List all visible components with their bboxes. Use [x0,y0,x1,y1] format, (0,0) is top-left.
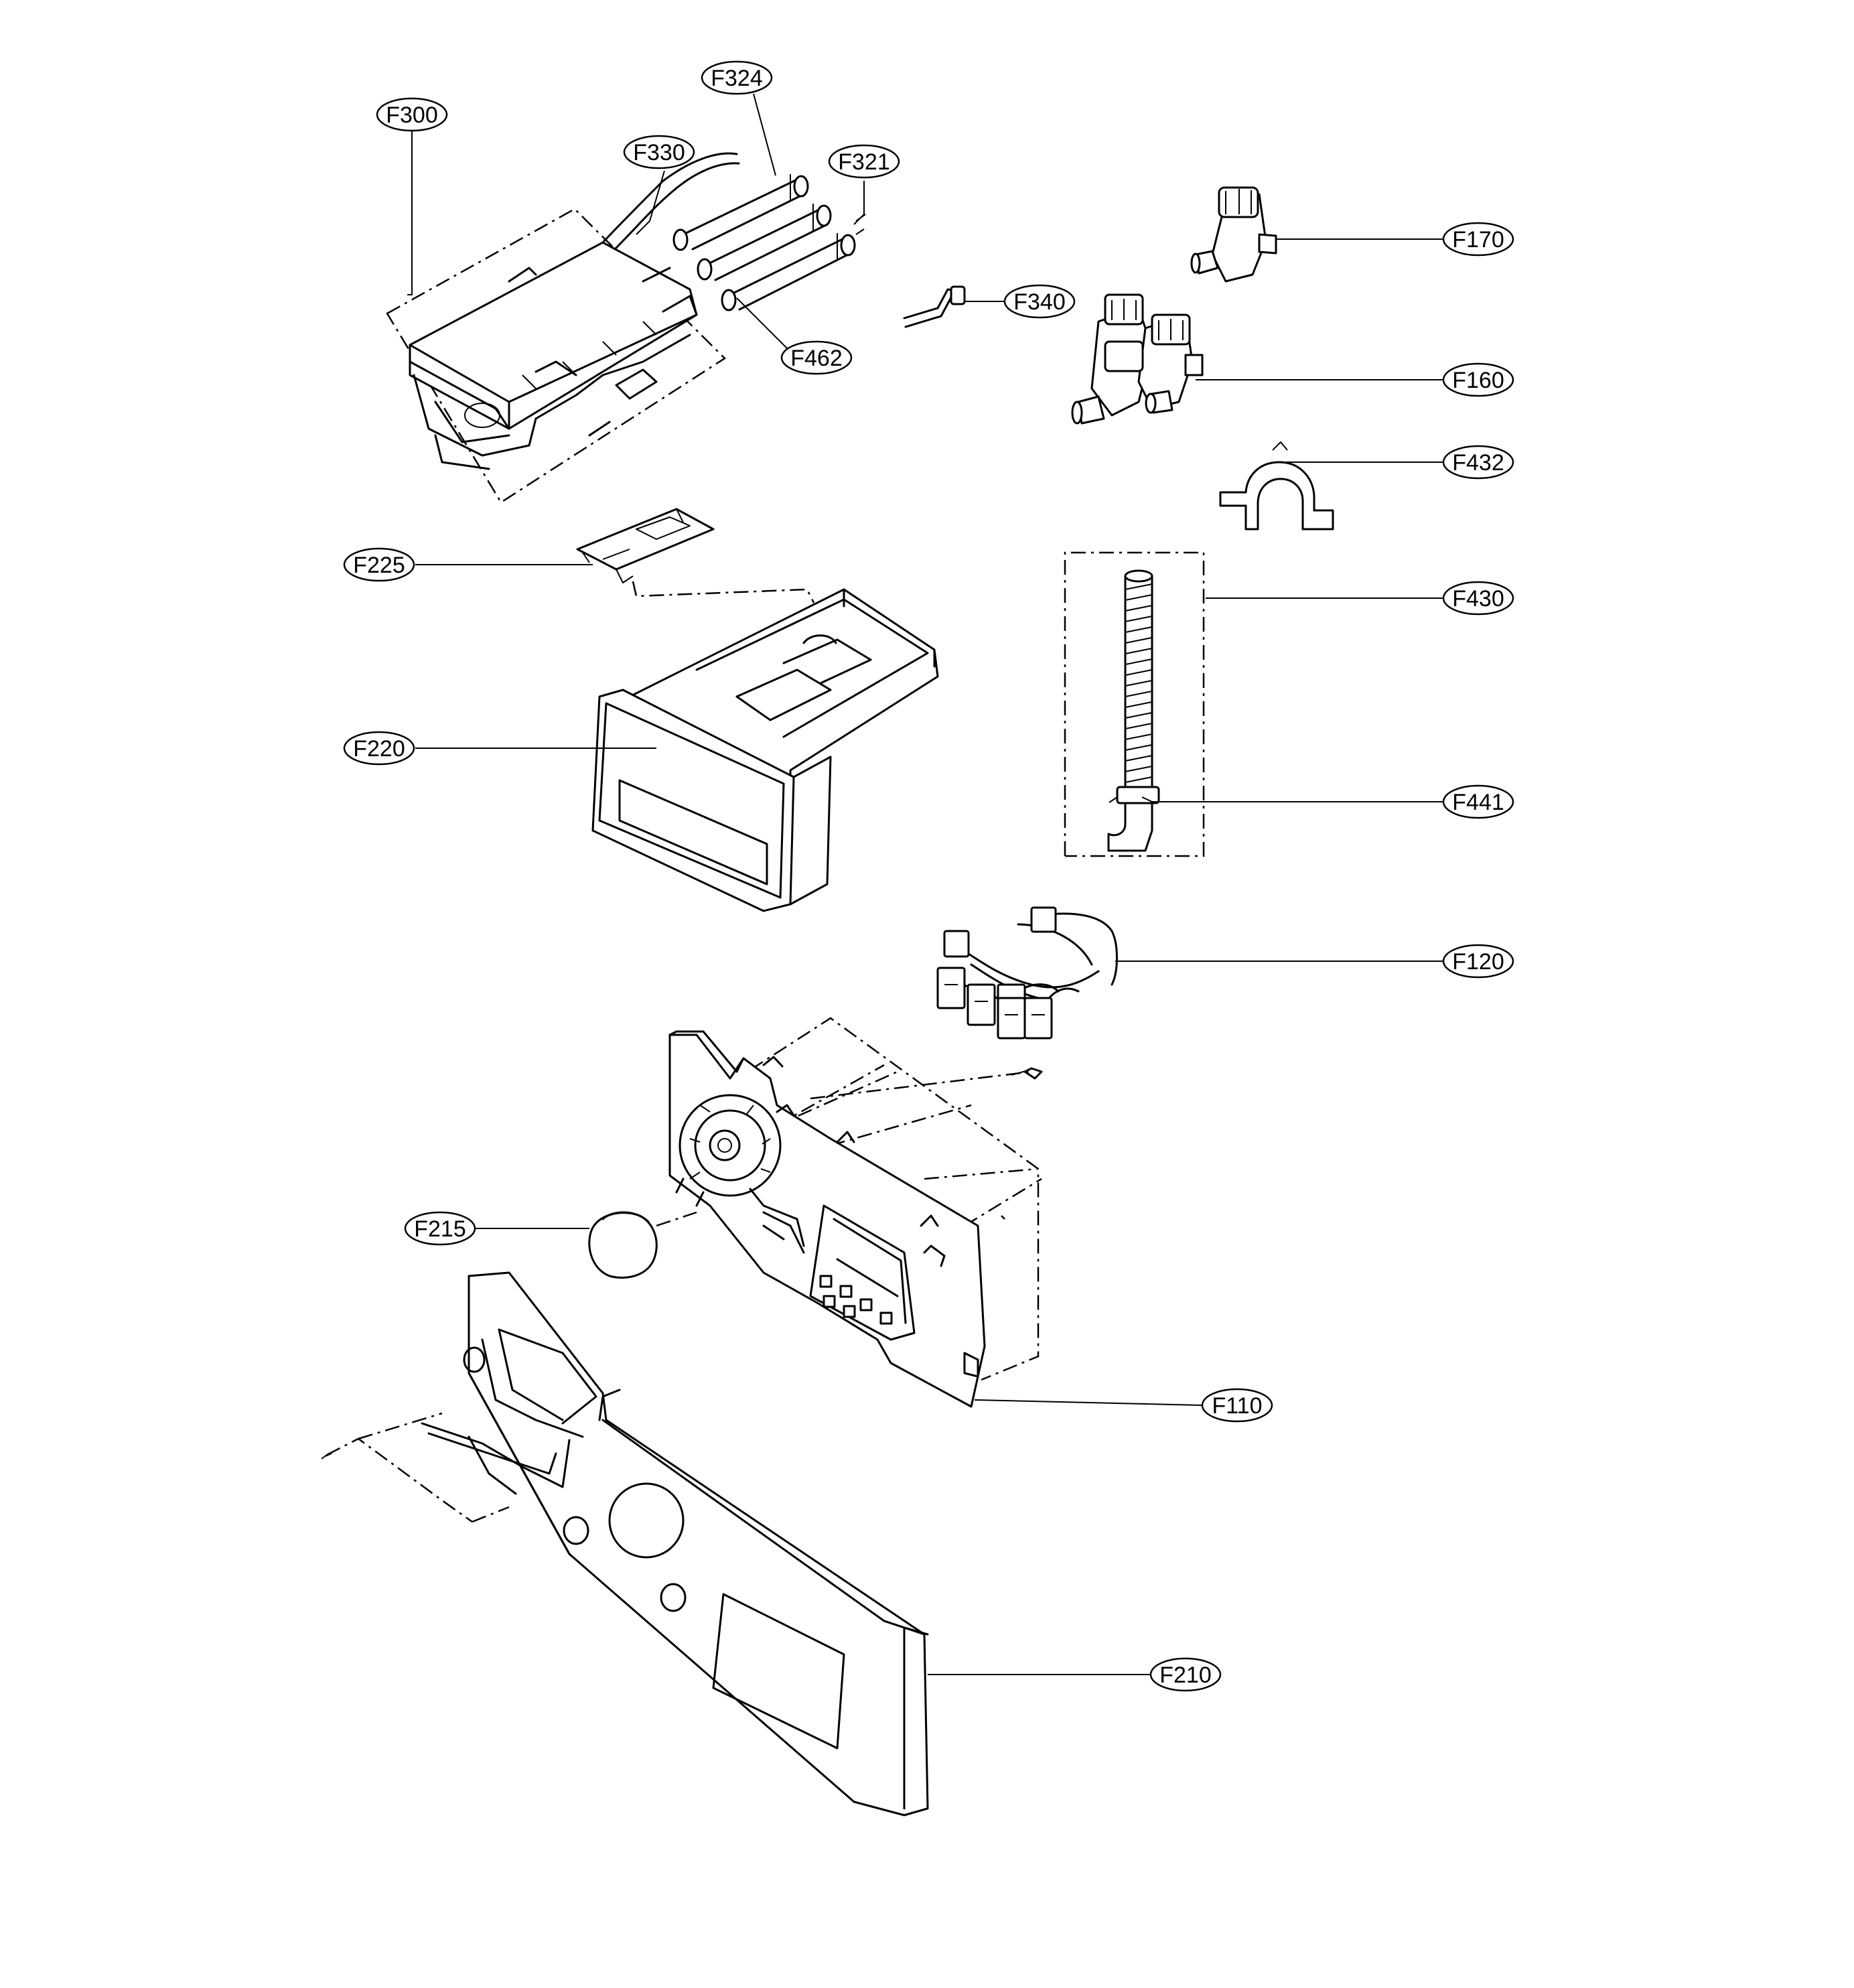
svg-text:F160: F160 [1452,368,1504,393]
dispenser-housing-drawing [386,208,726,504]
label-f160: F160 [1442,362,1514,397]
label-f462: F462 [780,340,853,375]
label-f321: F321 [828,144,900,179]
label-f225: F225 [343,547,415,582]
svg-text:F110: F110 [1212,1393,1263,1419]
svg-text:F441: F441 [1452,790,1504,815]
svg-text:F430: F430 [1452,586,1504,612]
label-f210: F210 [1149,1657,1222,1692]
svg-text:F462: F462 [790,346,843,371]
label-f170: F170 [1442,222,1514,257]
svg-text:F215: F215 [414,1216,466,1242]
label-f220: F220 [343,731,415,766]
drain-hose-drawing [1064,551,1205,857]
label-f110: F110 [1201,1388,1273,1423]
svg-text:F170: F170 [1452,227,1504,253]
label-f215: F215 [404,1211,476,1246]
label-f324: F324 [701,60,773,95]
svg-text:F321: F321 [838,149,890,175]
svg-text:F324: F324 [711,66,763,91]
svg-text:F432: F432 [1452,450,1504,476]
single-valve-drawing [1190,186,1277,283]
label-f340: F340 [1003,284,1076,319]
double-valve-drawing [1071,293,1204,425]
svg-text:F220: F220 [353,736,405,762]
hose-guide-drawing [1219,441,1334,530]
svg-text:F225: F225 [353,553,405,578]
label-f432: F432 [1442,445,1514,480]
label-f430: F430 [1442,581,1514,616]
label-f120: F120 [1442,944,1514,979]
small-hose-drawing [903,285,966,328]
svg-text:F340: F340 [1013,289,1066,315]
leader-lines [407,93,1443,1675]
svg-text:F330: F330 [633,140,685,165]
part-labels: F300 F324 F330 F321 F170 F340 F462 F160 [343,60,1514,1692]
control-board-drawing [668,1017,1043,1408]
label-f441: F441 [1442,784,1514,819]
svg-text:F210: F210 [1159,1662,1212,1688]
svg-text:F300: F300 [386,102,438,128]
label-f300: F300 [376,97,448,132]
hoses-drawing [601,152,866,311]
dispenser-drawer-drawing [591,588,939,912]
svg-text:F120: F120 [1452,949,1504,975]
wire-harness-drawing [936,906,1118,1040]
siphon-cap-drawing [576,508,815,604]
knob-drawing [588,1211,697,1279]
control-panel-drawing [321,1271,929,1817]
label-f330: F330 [623,135,695,169]
